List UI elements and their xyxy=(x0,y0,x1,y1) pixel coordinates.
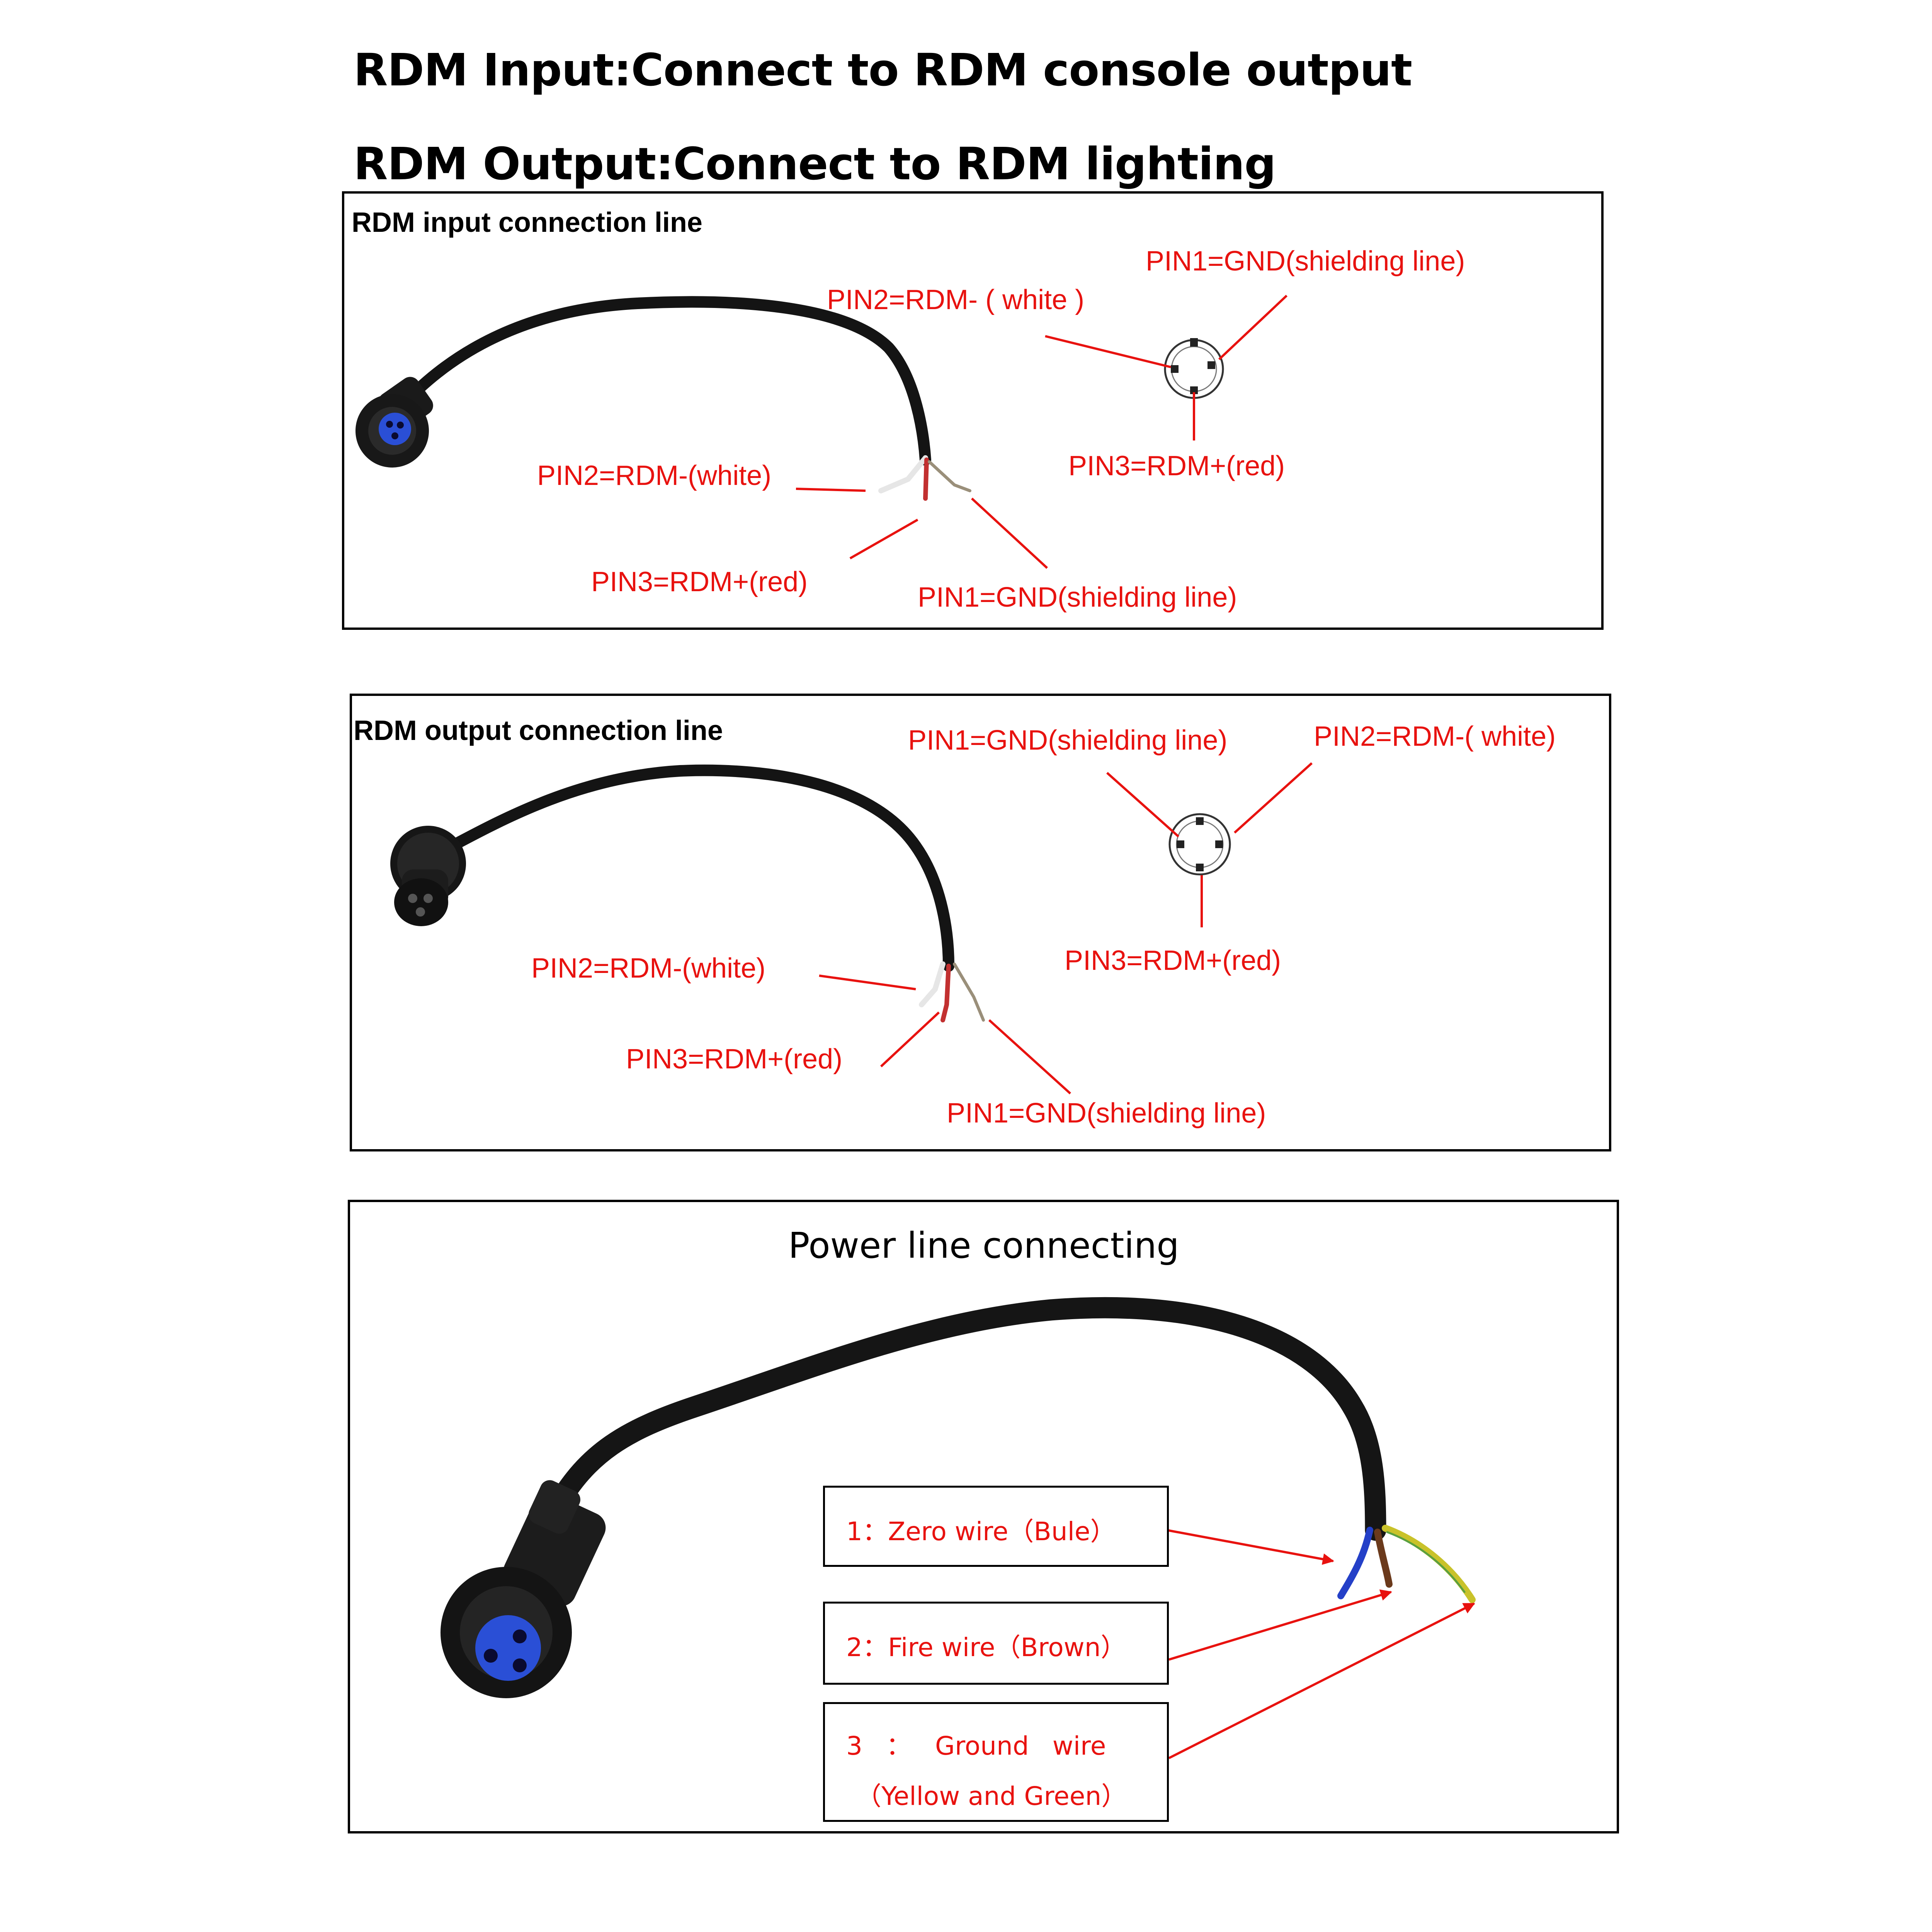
rdm-output-leader-lines xyxy=(819,762,1313,1095)
rdm-input-title: RDM input connection line xyxy=(352,207,702,238)
power-panel-title: Power line connecting xyxy=(788,1225,1179,1266)
rdm-output-pin-diagram-icon xyxy=(1168,813,1231,876)
heading-rdm-input: RDM Input:Connect to RDM console output xyxy=(354,44,1412,96)
zero-wire-label: 1：Zero wire（Bule） xyxy=(846,1517,1116,1546)
rdm-output-cable xyxy=(439,764,954,972)
power-arrows xyxy=(1167,1529,1475,1759)
rdm-input-diagram-pin1-label: PIN1=GND(shielding line) xyxy=(1146,246,1465,277)
rdm-output-diagram-pin1-label: PIN1=GND(shielding line) xyxy=(908,725,1228,756)
rdm-output-wire-ends xyxy=(919,961,985,1022)
fire-wire-label: 2：Fire wire（Brown） xyxy=(846,1633,1126,1662)
rdm-input-wire-pin2-label: PIN2=RDM-(white) xyxy=(537,460,772,491)
fire-wire-label-box: 2：Fire wire（Brown） xyxy=(823,1602,1169,1685)
rdm-output-wire-pin2-label: PIN2=RDM-(white) xyxy=(531,953,766,984)
ground-wire-label-box: 3 ： Ground wire （Yellow and Green） xyxy=(823,1702,1169,1822)
rdm-output-wire-pin1-label: PIN1=GND(shielding line) xyxy=(947,1098,1266,1129)
rdm-input-leader-lines xyxy=(796,294,1288,569)
rdm-input-panel xyxy=(342,191,1604,630)
rdm-output-diagram-pin2-label: PIN2=RDM-( white) xyxy=(1314,721,1556,752)
rdm-input-wire-ends xyxy=(878,455,971,501)
rdm-input-wire-pin3-label: PIN3=RDM+(red) xyxy=(591,566,808,597)
rdm-output-panel xyxy=(350,694,1611,1151)
zero-wire-label-box: 1：Zero wire（Bule） xyxy=(823,1486,1169,1567)
ground-wire-label-line1: 3 ： Ground wire xyxy=(846,1731,1106,1761)
power-cable xyxy=(546,1297,1386,1541)
rdm-input-diagram-pin2-label: PIN2=RDM- ( white ) xyxy=(827,284,1085,315)
rdm-input-cable xyxy=(396,296,931,466)
heading-rdm-output: RDM Output:Connect to RDM lighting xyxy=(354,138,1276,190)
ground-wire-label-line2: （Yellow and Green） xyxy=(856,1781,1127,1811)
rdm-input-diagram-pin3-label: PIN3=RDM+(red) xyxy=(1068,451,1285,481)
rdm-output-title: RDM output connection line xyxy=(354,715,723,746)
rdm-output-connector xyxy=(390,826,466,926)
rdm-input-connector xyxy=(355,377,433,468)
rdm-input-pin-diagram-icon xyxy=(1164,338,1224,399)
rdm-output-wire-pin3-label: PIN3=RDM+(red) xyxy=(626,1044,843,1075)
power-connector xyxy=(440,1480,606,1698)
rdm-output-diagram-pin3-label: PIN3=RDM+(red) xyxy=(1065,945,1281,976)
rdm-input-wire-pin1-label: PIN1=GND(shielding line) xyxy=(918,582,1237,613)
power-wire-ends xyxy=(1337,1525,1476,1603)
